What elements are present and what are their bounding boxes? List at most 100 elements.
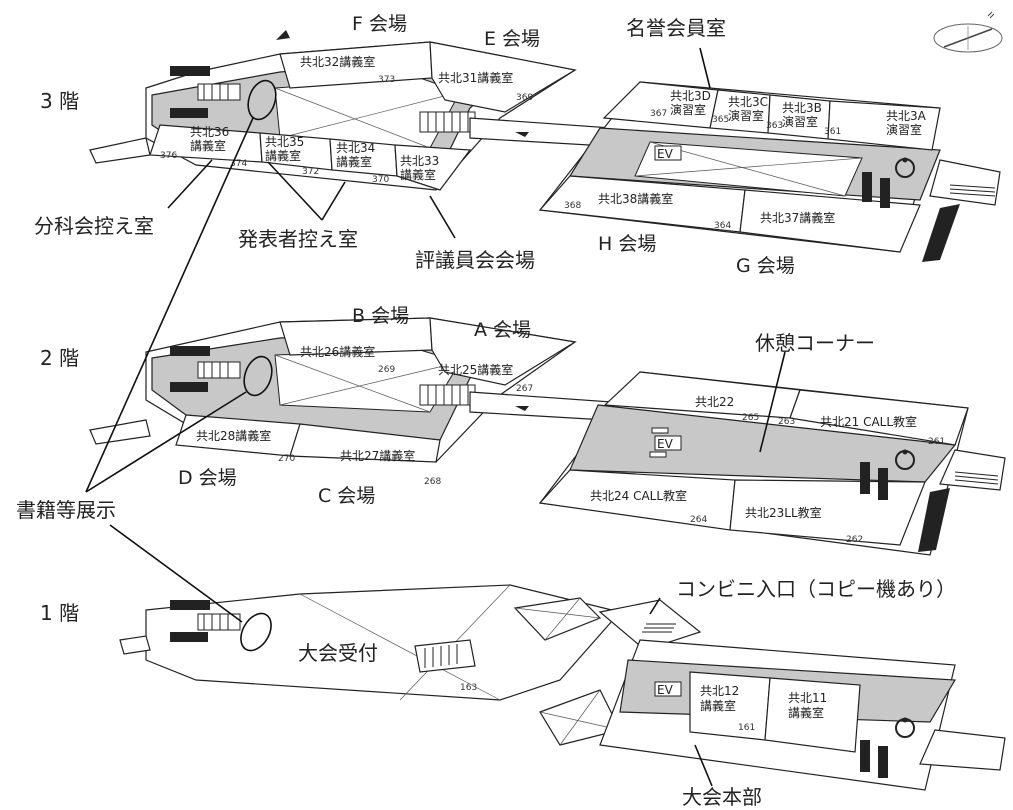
restroom-icon: [170, 600, 210, 642]
floor-label-1: 1 階: [40, 601, 79, 625]
room-number: 376: [160, 151, 177, 161]
venue-label-h: H 会場: [598, 233, 656, 255]
venue-label-e: E 会場: [484, 28, 540, 50]
room-label: 共北22: [695, 395, 734, 409]
room-number: 261: [928, 437, 945, 447]
callouts: 名誉会員室 分科会控え室 発表者控え室 評議員会会場 休憩コーナー 書籍等展示 …: [16, 16, 956, 809]
floor-label-3: 3 階: [40, 89, 79, 113]
stairs-icon: [949, 184, 996, 197]
elevator-icon: [654, 435, 682, 451]
room-number: 369: [516, 93, 533, 103]
room-label: 共北12: [700, 684, 739, 698]
room-label: 共北3B: [782, 101, 822, 115]
room-number: 368: [564, 201, 581, 211]
room-number: 265: [742, 413, 759, 423]
room-number: 365: [712, 115, 729, 125]
room-label: 共北28講義室: [196, 428, 271, 443]
wheelchair-icon: [895, 157, 915, 178]
room-label: 共北11: [788, 691, 827, 705]
room-label: 共北3D: [670, 89, 711, 103]
elevator-label: EV: [657, 683, 674, 697]
room-number: 367: [650, 109, 667, 119]
stairs-icon: [954, 471, 999, 485]
room-label: 共北35: [265, 135, 304, 149]
callout-convenience-store: コンビニ入口（コピー機あり）: [676, 577, 956, 601]
room-number: 268: [424, 477, 441, 487]
room-label: 講義室: [336, 154, 372, 169]
room-number: 161: [738, 723, 755, 733]
restroom-icon: [860, 462, 888, 500]
room-label: 共北36: [190, 125, 229, 139]
room-label: 共北23LL教室: [745, 505, 822, 520]
stairs-icon: [419, 111, 476, 133]
venue-label-d: D 会場: [178, 467, 237, 489]
venue-label-a: A 会場: [474, 319, 531, 341]
stairs-icon: [197, 361, 241, 379]
room-label: 共北32講義室: [300, 54, 375, 69]
room-number: 361: [824, 127, 841, 137]
room-number: 270: [278, 454, 295, 464]
elevator-label: EV: [657, 437, 674, 451]
room-label: 講義室: [265, 148, 301, 163]
restroom-icon: [862, 172, 890, 208]
room-label: 共北34: [336, 141, 375, 155]
restroom-icon: [170, 346, 210, 392]
room-label: 共北31講義室: [438, 70, 513, 85]
room-label: 共北3C: [728, 95, 768, 109]
callout-book-exhibit: 書籍等展示: [16, 498, 116, 522]
room-label: 講義室: [400, 167, 436, 182]
room-number: 269: [378, 365, 395, 375]
venue-label-f: F 会場: [352, 13, 407, 35]
stairs-icon: [197, 613, 241, 631]
room-label: 共北26講義室: [300, 344, 375, 359]
elevator-icon: [654, 681, 682, 697]
restroom-icon: [170, 66, 210, 118]
room-number: 267: [516, 384, 533, 394]
elevator-icon: [654, 145, 682, 161]
callout-council-venue: 評議員会会場: [415, 248, 535, 272]
compass-icon: [933, 11, 1003, 53]
stairs-icon: [424, 644, 458, 668]
room-label: 共北21 CALL教室: [820, 414, 917, 429]
restroom-icon: [860, 740, 888, 778]
stairs-icon: [197, 83, 241, 101]
room-number: 370: [372, 175, 389, 185]
room-number: 364: [714, 221, 731, 231]
room-number: 264: [690, 515, 707, 525]
callout-lines: [85, 47, 786, 787]
room-label: 共北33: [400, 154, 439, 168]
stairs-icon: [419, 384, 476, 406]
room-label: 講義室: [788, 705, 824, 720]
room-label: 共北24 CALL教室: [590, 488, 687, 503]
room-number: 163: [460, 683, 477, 693]
venue-label-c: C 会場: [318, 485, 375, 507]
floor-1: 1 階 共北12 講義室 共北11 講義室 EV 163 161: [40, 584, 1006, 791]
room-number: 363: [766, 121, 783, 131]
elevator-label: EV: [657, 147, 674, 161]
floor-label-2: 2 階: [40, 346, 79, 370]
wheelchair-icon: [895, 717, 915, 738]
room-label: 演習室: [728, 108, 764, 123]
callout-headquarters: 大会本部: [682, 785, 762, 809]
wheelchair-icon: [895, 449, 915, 470]
callout-rest-corner: 休憩コーナー: [755, 331, 875, 355]
callout-reception: 大会受付: [298, 641, 378, 665]
room-label: 演習室: [782, 114, 818, 129]
room-label: 共北38講義室: [598, 191, 673, 206]
floor-2: 2 階 B 会場 A 会場 D 会場 C 会場 共北26講義室 共北25講義室 …: [40, 305, 1006, 556]
room-label: 共北27講義室: [340, 448, 415, 463]
room-label: 講義室: [190, 138, 226, 153]
venue-label-b: B 会場: [352, 305, 409, 327]
room-label: 講義室: [700, 698, 736, 713]
floor-3: 3 階 F 会場 E 会場 H 会場 G 会場 共北32講義室 共北31講義室 …: [40, 13, 1001, 277]
room-label: 共北37講義室: [760, 210, 835, 225]
stairs-icon: [642, 623, 676, 633]
room-label: 共北25講義室: [438, 362, 513, 377]
venue-label-g: G 会場: [736, 255, 795, 277]
room-number: 262: [846, 535, 863, 545]
room-label: 演習室: [670, 102, 706, 117]
room-label: 共北3A: [886, 109, 927, 123]
room-number: 372: [302, 167, 319, 177]
room-number: 373: [378, 75, 395, 85]
